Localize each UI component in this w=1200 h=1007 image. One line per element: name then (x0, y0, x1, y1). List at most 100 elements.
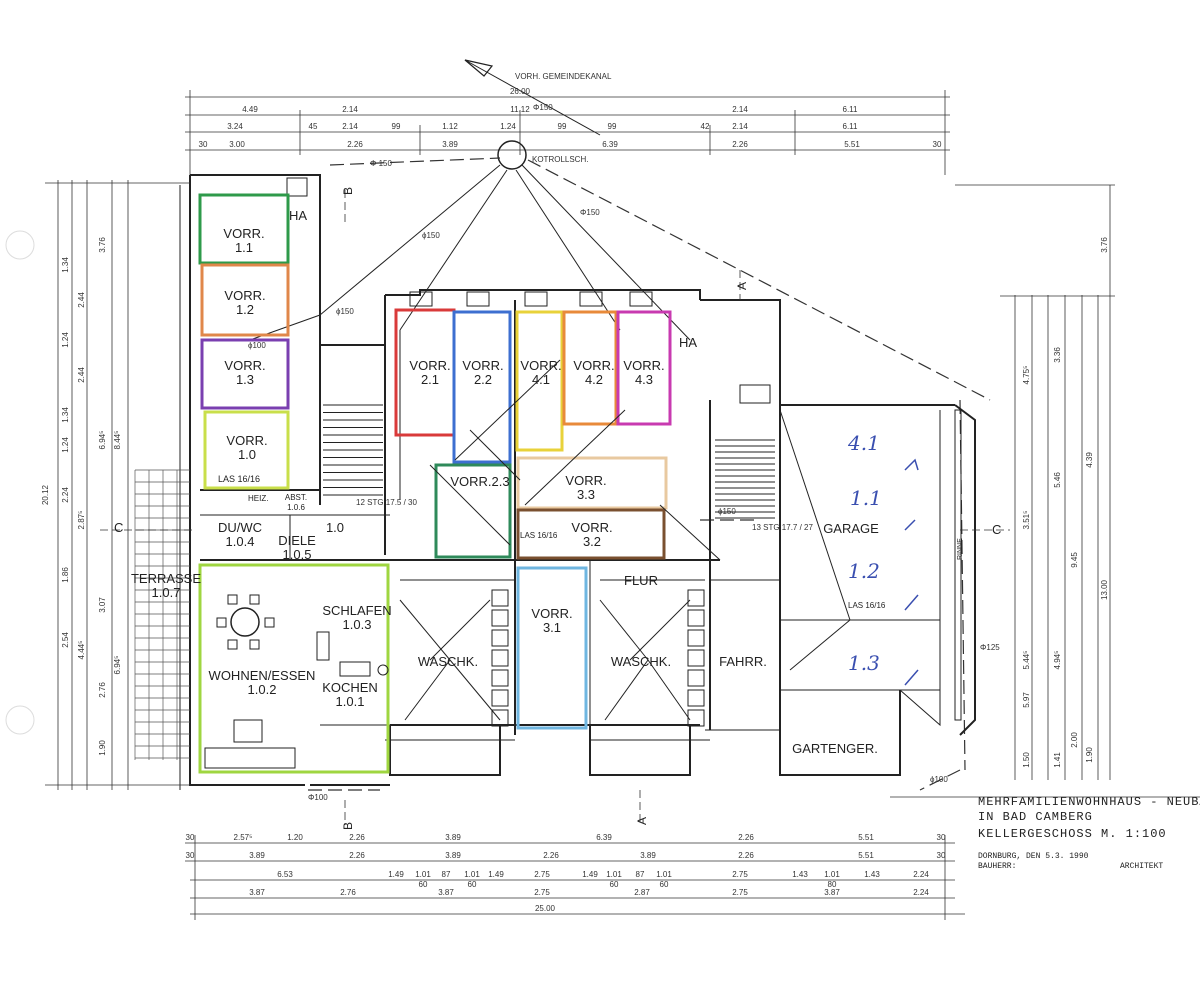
dim-bottom: 87 (636, 870, 645, 879)
washing-machine-icon (687, 689, 705, 707)
washing-machine-icon (687, 709, 705, 727)
handwritten-note: 1.3 (848, 651, 880, 675)
dim-bottom: 6.53 (277, 870, 293, 879)
washing-machine-icon (491, 609, 509, 627)
washing-machine-icon (687, 669, 705, 687)
washing-machine-icon (491, 649, 509, 667)
dim-left: 2.24 (61, 487, 70, 503)
pipe-label: Φ100 (308, 793, 328, 802)
dim-bottom: 3.87 (438, 888, 454, 897)
label-waschk: WASCHK. (418, 654, 478, 669)
room-vorr-3-2 (516, 508, 666, 560)
dim-right: 13.00 (1100, 579, 1109, 600)
dim-bottom: 1.01 (464, 870, 480, 879)
room-labels: VORR.1.1 HA VORR.1.2 VORR.1.3 VORR.1.0 L… (131, 208, 964, 756)
sideboard-icon (204, 747, 296, 769)
garage-drains (779, 409, 962, 721)
dim-right: 1.50 (1022, 752, 1031, 768)
dim-left: 4.44⁵ (77, 641, 86, 660)
dim-top: 30 (933, 140, 942, 149)
bottom-dimension-chains: 30 2.57⁵ 1.20 2.26 3.89 6.39 2.26 5.51 3… (185, 833, 965, 920)
dim-left: 1.34 (61, 257, 70, 273)
check-mark-icon (904, 458, 919, 686)
dim-top: 99 (608, 122, 617, 131)
dim-top: 4.49 (242, 105, 258, 114)
dim-left: 1.90 (98, 740, 107, 756)
label-vorr-1-3: VORR.1.3 (224, 358, 265, 387)
dim-bottom: 3.87 (249, 888, 265, 897)
dim-bottom: 2.24 (913, 888, 929, 897)
room-vorr-2-2 (452, 310, 512, 464)
pipe-label: ϕ150 (336, 307, 354, 316)
manhole-label: KOTROLLSCH. (532, 155, 588, 164)
stove-icon (339, 661, 371, 677)
dim-top: 11.12 (510, 105, 530, 114)
pipe-label: ϕ150 (422, 231, 440, 240)
laundry-floor-drains (399, 599, 691, 721)
interior-walls (200, 290, 781, 741)
dim-left: 1.34 (61, 407, 70, 423)
dim-bottom: 1.01 (415, 870, 431, 879)
sewer-label: VORH. GEMEINDEKANAL (515, 72, 612, 81)
label-garage: GARAGE (823, 521, 879, 536)
dim-bottom: 2.75 (732, 870, 748, 879)
dim-right: 1.90 (1085, 747, 1094, 763)
dim-right: 5.44⁵ (1022, 651, 1031, 670)
dim-bottom: 1.43 (792, 870, 808, 879)
dim-left: 3.07 (98, 597, 107, 613)
label-vorr-3-2: VORR.3.2 (571, 520, 612, 549)
dim-left: 8.44⁵ (113, 431, 122, 450)
dim-bottom: 60 (660, 880, 669, 889)
washing-machine-icon (491, 689, 509, 707)
dim-bottom: 2.75 (534, 870, 550, 879)
pipe-diagonals (429, 359, 721, 561)
washing-machine-icon (687, 649, 705, 667)
dim-left: 3.76 (98, 237, 107, 253)
dim-bottom: 2.26 (349, 851, 365, 860)
chair-icon (227, 639, 238, 650)
dim-bottom: 60 (468, 880, 477, 889)
dim-bottom: 3.89 (445, 851, 461, 860)
dim-bottom: 3.87 (824, 888, 840, 897)
dim-bottom: 2.26 (349, 833, 365, 842)
dim-top: 2.26 (732, 140, 748, 149)
punch-hole (5, 705, 35, 735)
dim-bottom: 1.01 (824, 870, 840, 879)
dim-bottom: 60 (419, 880, 428, 889)
section-mark-a: A (635, 817, 649, 825)
dim-left: 2.87⁵ (77, 511, 86, 530)
label-waschk: WASCHK. (611, 654, 671, 669)
gutter-drain (954, 409, 962, 721)
dim-left: 1.24 (61, 332, 70, 348)
dim-left: 1.24 (61, 437, 70, 453)
stairs-label: 13 STG 17.7 / 27 (752, 523, 813, 532)
dim-right: 1.41 (1053, 752, 1062, 768)
dim-top: 1.12 (442, 122, 458, 131)
dim-top: 2.14 (732, 122, 748, 131)
label-vorr-2-1: VORR.2.1 (409, 358, 450, 387)
wardrobe-icon (316, 631, 330, 661)
dining-table-icon (230, 607, 260, 637)
dim-top: 42 (701, 122, 710, 131)
dim-bottom: 2.26 (543, 851, 559, 860)
title-project: MEHRFAMILIENWOHNHAUS - NEUBAU (978, 795, 1200, 809)
chair-icon (216, 617, 227, 628)
label-las: LAS 16/16 (218, 474, 260, 484)
dim-right: 3.36 (1053, 347, 1062, 363)
room-vorr-4-3 (616, 310, 672, 426)
dim-right: 5.97 (1022, 692, 1031, 708)
label-ha: HA (679, 335, 697, 350)
title-place-date: DORNBURG, DEN 5.3. 1990 (978, 852, 1089, 861)
dim-top: 99 (558, 122, 567, 131)
label-vorr-2-3: VORR.2.3 (450, 474, 509, 489)
dim-right: 3.51⁵ (1022, 511, 1031, 530)
room-vorr-3-3 (516, 456, 668, 510)
room-vorr-2-3 (434, 463, 512, 559)
title-location: IN BAD CAMBERG (978, 810, 1093, 824)
dim-top: 1.24 (500, 122, 516, 131)
section-mark-c: C (992, 522, 1001, 537)
dim-bottom: 3.89 (445, 833, 461, 842)
chair-icon (227, 594, 238, 605)
